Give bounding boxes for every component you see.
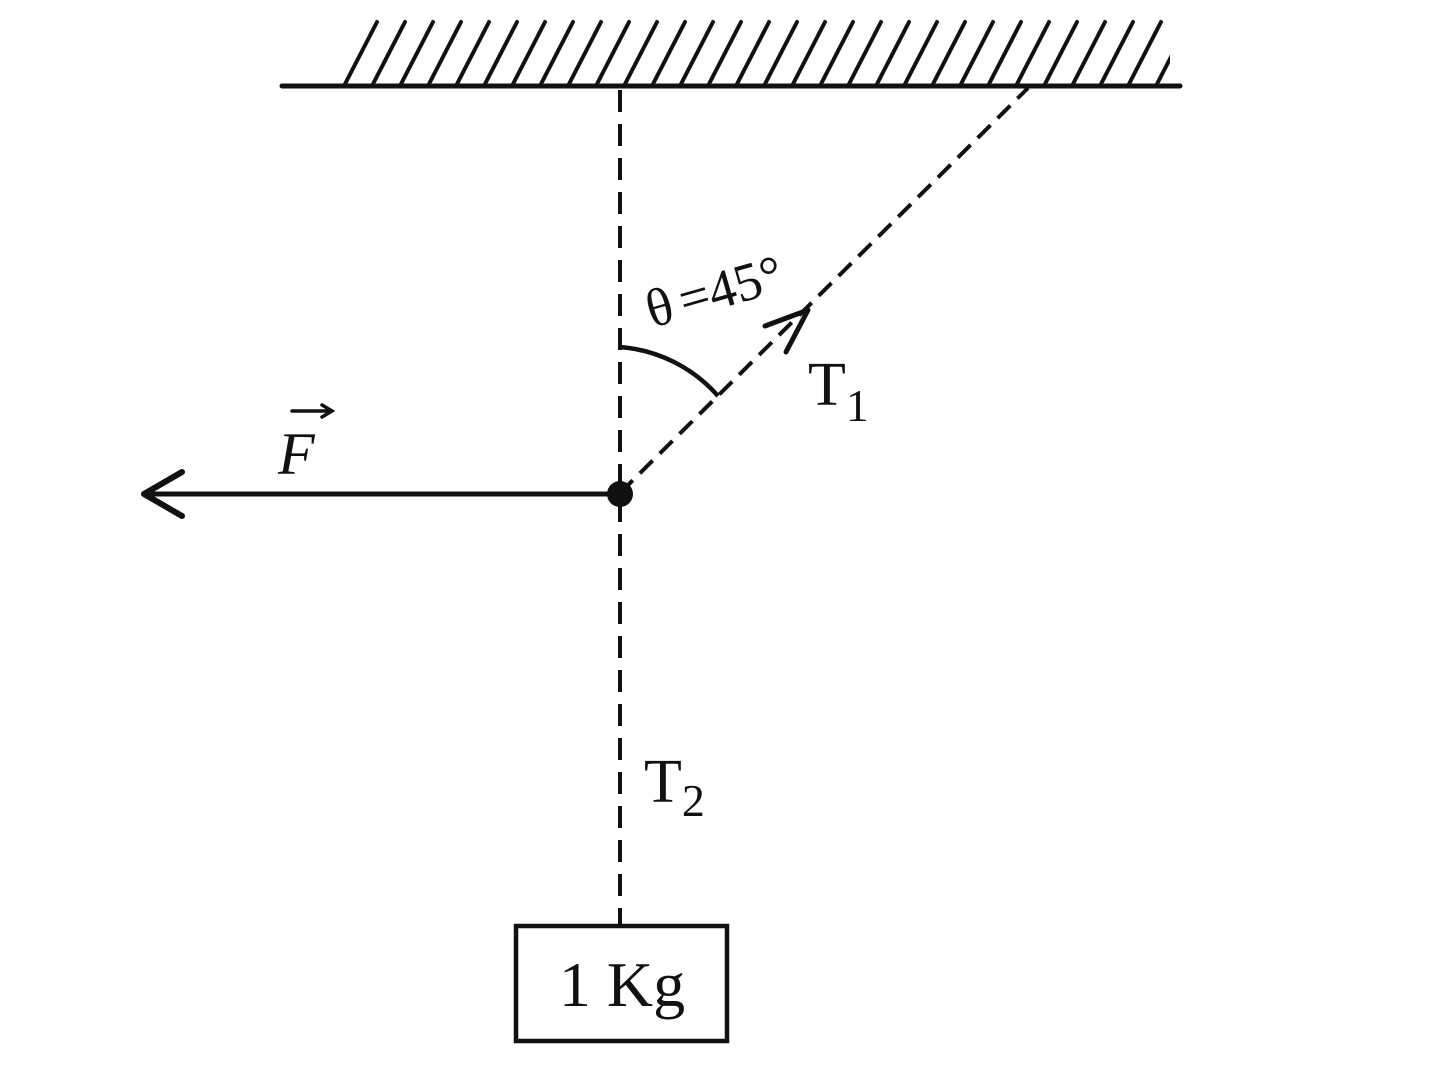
- t2-letter: T: [644, 748, 682, 816]
- hatch-mark: [875, 20, 911, 86]
- hatch-mark: [511, 20, 547, 86]
- hatch-mark: [1127, 20, 1163, 86]
- hatch-mark: [1071, 20, 1107, 86]
- mass-block: [513, 923, 730, 1044]
- force-vector-arrow-icon: [290, 403, 336, 419]
- hatch-mark: [847, 20, 883, 86]
- hatch-mark: [455, 20, 491, 86]
- hatch-mark: [763, 20, 799, 86]
- hatch-mark: [1043, 20, 1079, 86]
- hatch-mark: [791, 20, 827, 86]
- rope-inclined-t1: [618, 86, 1030, 495]
- hatch-mark: [539, 20, 575, 86]
- hatch-mark: [595, 20, 631, 86]
- knot-point: [607, 481, 633, 507]
- hatch-mark: [679, 20, 715, 86]
- hatch-mark: [987, 20, 1023, 86]
- hatch-mark: [707, 20, 743, 86]
- hatch-mark: [623, 20, 659, 86]
- hatch-mark: [903, 20, 939, 86]
- hatch-mark: [483, 20, 519, 86]
- hatch-mark: [1099, 20, 1135, 86]
- hatch-mark: [371, 20, 407, 86]
- hatch-mark: [1015, 20, 1051, 86]
- hatch-mark: [567, 20, 603, 86]
- hatch-mark: [427, 20, 463, 86]
- hatch-mark: [931, 20, 967, 86]
- tension-t1-label: T1: [808, 351, 869, 431]
- hatch-mark: [399, 20, 435, 86]
- force-label: F: [277, 421, 316, 487]
- hatch-mark: [343, 20, 379, 86]
- angle-value: =45°: [671, 243, 789, 330]
- t2-subscript: 2: [682, 775, 705, 826]
- hatch-mark: [819, 20, 855, 86]
- mass-label: 1 Kg: [559, 949, 685, 1020]
- t1-letter: T: [808, 351, 846, 419]
- ceiling-hatching: [343, 20, 1170, 86]
- hatch-mark: [735, 20, 771, 86]
- t1-arrow-head: [762, 307, 811, 355]
- hatch-mark: [959, 20, 995, 86]
- t1-subscript: 1: [846, 380, 869, 431]
- tension-t2-label: T2: [644, 748, 705, 826]
- angle-arc: [619, 344, 720, 398]
- hatch-mark: [1155, 54, 1170, 86]
- force-arrow-head: [141, 469, 185, 519]
- hatch-mark: [651, 20, 687, 86]
